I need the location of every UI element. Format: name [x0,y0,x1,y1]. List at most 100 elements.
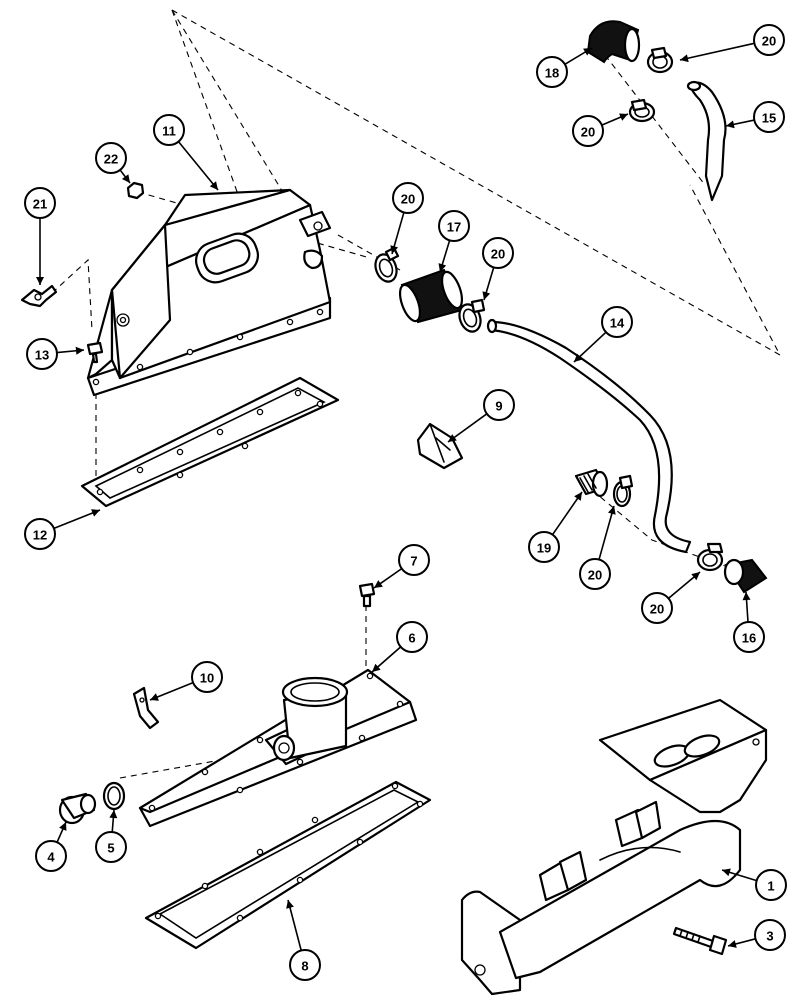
callout-number-c20f: 20 [650,602,664,617]
callout-number-c5: 5 [107,841,114,856]
leader-arrowhead-c20c [680,54,689,63]
callout-number-c15: 15 [762,111,776,126]
leader-arrowhead-c22 [121,174,130,183]
part-4-plug [58,792,97,825]
callout-circle-c15 [753,101,785,133]
leader-arrowhead-c4 [59,822,67,831]
callout-circle-c5 [95,831,127,863]
callout-number-c3: 3 [766,929,773,944]
callout-circle-c9 [483,389,515,421]
leader-arrowhead-c3 [728,940,737,948]
part-20-hose-clamp-b [458,298,486,333]
callout-number-c13: 13 [35,348,49,363]
callout-number-c11: 11 [162,124,176,139]
callout-circle-c17 [438,210,470,242]
part-5-washer [102,781,126,811]
callout-circle-c20b [482,237,514,269]
leader-arrowhead-c18 [583,48,592,56]
part-20-hose-clamp-a [374,246,400,283]
callout-circle-c20a [392,182,424,214]
leader-line-c20e [598,505,615,560]
callout-number-c17: 17 [447,220,461,235]
callout-number-c8: 8 [301,959,308,974]
leader-arrowhead-c21 [36,277,44,285]
part-20-hose-clamp-e [612,474,634,508]
callout-number-c21: 21 [33,197,47,212]
leader-arrowhead-c6 [372,663,381,672]
callout-circle-c8 [289,949,321,981]
callout-circle-c10 [191,661,223,693]
leader-line-c9 [447,413,488,443]
part-20-hose-clamp-d [628,98,656,123]
callout-circle-c18 [536,56,568,88]
part-17-hose [398,268,464,324]
callout-circle-c3 [754,919,786,951]
callout-number-c20c: 20 [762,34,776,49]
callout-circle-c20d [572,115,604,147]
callout-number-c20a: 20 [401,192,415,207]
callout-circle-c16 [733,621,765,653]
part-7-bolt [358,582,376,608]
leader-arrowhead-c10 [150,693,159,701]
part-6-intake-cover-plate [138,668,418,828]
leader-line-c20c [679,42,755,61]
callout-number-c14: 14 [610,316,625,331]
leader-line-c19 [551,491,583,536]
callout-number-c20b: 20 [491,247,505,262]
part-14-tube [486,318,692,554]
part-15-bent-hose [686,80,727,202]
callout-circle-c21 [24,187,56,219]
leader-line-c12 [53,509,101,530]
callout-circle-c13 [26,338,58,370]
callout-number-c16: 16 [742,631,756,646]
leader-arrowhead-c16 [742,592,751,601]
callout-number-c1: 1 [767,879,774,894]
leader-arrowhead-c14 [574,353,583,362]
part-12-gasket [80,376,340,508]
leader-arrowhead-c1 [722,868,731,877]
part-8-gasket [144,780,432,950]
callout-circle-c7 [398,544,430,576]
callout-number-c19: 19 [537,541,551,556]
leader-arrowhead-c20b [482,291,491,300]
part-20-hose-clamp-f [696,542,724,572]
leader-arrowhead-c20e [607,506,616,515]
leader-line-c11 [177,141,219,191]
callout-leader-lines [36,42,757,951]
callout-number-c12: 12 [33,528,47,543]
part-11-intake-housing [86,188,332,397]
leader-line-c8 [287,899,302,951]
part-9-bracket [416,422,464,470]
callout-labels: 1122211312201720182020151491920201676104… [24,24,787,981]
callout-circle-c12 [24,518,56,550]
callout-circle-c1 [755,869,787,901]
callout-circle-c20f [641,592,673,624]
part-10-bracket [132,686,160,730]
leader-arrowhead-c9 [448,434,457,442]
callout-circle-c19 [528,531,560,563]
leader-arrowhead-c17 [438,263,447,272]
part-20-hose-clamp-c [646,46,674,74]
callout-number-c18: 18 [545,66,559,81]
part-21-fitting [20,284,58,308]
part-13-bolt [86,341,104,364]
leader-arrowhead-c20f [691,572,700,581]
callout-circle-c20c [753,24,785,56]
callout-circle-c20e [579,558,611,590]
leader-arrowhead-c11 [209,181,218,190]
callout-circle-c14 [601,306,633,338]
leader-arrowhead-c12 [91,509,100,517]
part-16-short-hose [723,558,768,594]
callout-number-c20e: 20 [588,568,602,583]
callout-number-c10: 10 [200,671,214,686]
callout-number-c9: 9 [495,399,502,414]
callout-number-c22: 22 [104,152,118,167]
leader-arrowhead-c8 [286,900,294,909]
leader-arrowhead-c15 [726,120,735,129]
part-18-elbow-hose [586,20,641,64]
callout-number-c6: 6 [408,631,415,646]
callout-circle-c22 [95,142,127,174]
part-1-exhaust-manifold [460,698,768,996]
callout-circle-c6 [396,621,428,653]
